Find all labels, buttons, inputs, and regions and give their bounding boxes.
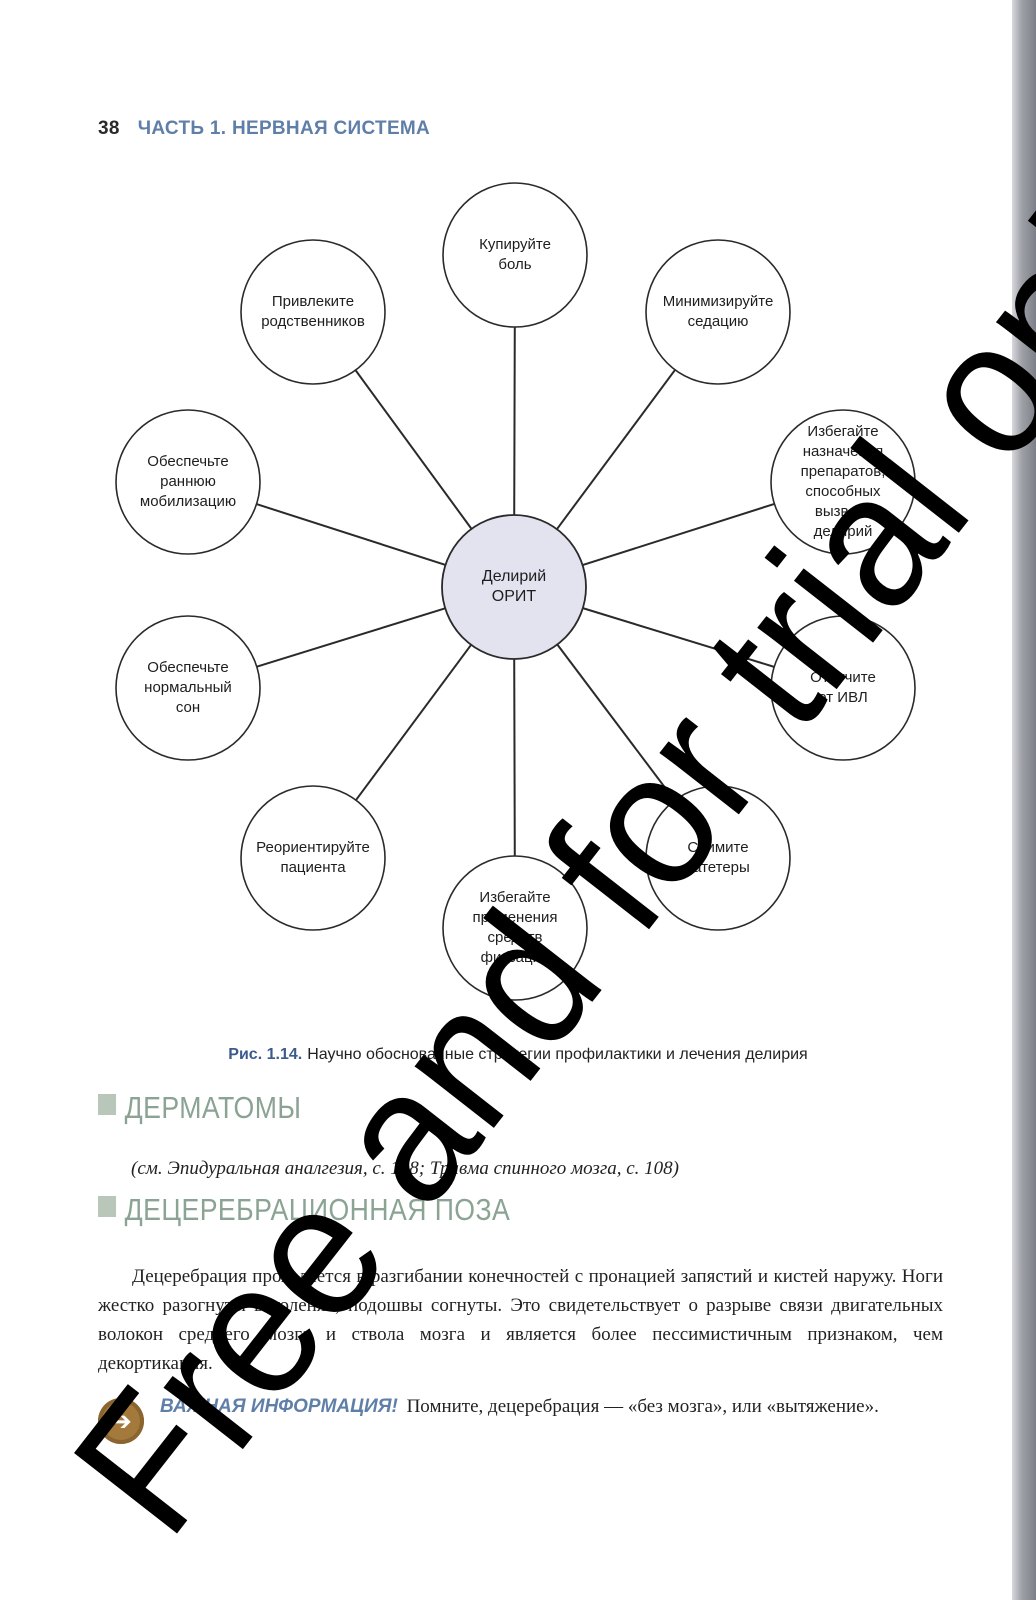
figure-number: Рис. 1.14.: [228, 1046, 303, 1063]
strategy-node-label: Избегайте назначения препаратов, способн…: [800, 423, 886, 540]
cross-reference: (см. Эпидуральная аналгезия, с. 128; Тра…: [131, 1158, 679, 1179]
strategy-node-circle: [115, 409, 261, 555]
center-node-circle: [441, 514, 587, 660]
page-number: 38: [98, 118, 120, 139]
section-title: ДЕЦЕРЕБРАЦИОННАЯ ПОЗА: [124, 1192, 511, 1227]
strategy-node-label: Реориентируйте пациента: [256, 839, 370, 876]
strategy-node-circle: [240, 785, 386, 931]
strategy-node-label: Отлучите от ИВЛ: [810, 669, 876, 706]
section-marker-icon: [98, 1196, 117, 1217]
figure-caption: Рис. 1.14.Научно обоснованные стратегии …: [0, 1046, 1036, 1064]
strategy-node-label: Обеспечьте раннюю мобилизацию: [139, 453, 237, 510]
strategy-node-circle: [645, 785, 791, 931]
page-edge-shadow: [1012, 0, 1036, 1600]
connector-line: [513, 326, 516, 516]
connector-line: [513, 658, 516, 857]
connector-line: [582, 607, 775, 668]
section-heading-dermatomes: ДЕРМАТОМЫ: [98, 1090, 301, 1126]
strategy-node-circle: [115, 615, 261, 761]
strategy-node-circle: [770, 615, 916, 761]
strategy-node-label: Привлеките родственников: [261, 293, 365, 330]
connector-line: [256, 607, 446, 668]
section-title: ДЕРМАТОМЫ: [124, 1090, 302, 1125]
strategy-node-label: Избегайте применения средств фиксации: [472, 889, 558, 966]
figure-caption-text: Научно обоснованные стратегии профилакти…: [307, 1046, 808, 1063]
note-text: ВАЖНАЯ ИНФОРМАЦИЯ! Помните, децеребрация…: [160, 1392, 943, 1421]
section-body-paragraph: Децеребрация проявляется в разгибании ко…: [98, 1266, 943, 1374]
important-note: ➔ ВАЖНАЯ ИНФОРМАЦИЯ! Помните, децеребрац…: [98, 1392, 943, 1444]
strategy-node-circle: [645, 239, 791, 385]
section-marker-icon: [98, 1094, 117, 1115]
strategy-node-label: Купируйте боль: [479, 236, 551, 273]
strategy-node-circle: [442, 855, 588, 1001]
connector-line: [556, 643, 676, 802]
part-title: ЧАСТЬ 1. НЕРВНАЯ СИСТЕМА: [137, 118, 431, 139]
strategy-node-label: Минимизируйте седацию: [662, 293, 774, 330]
strategy-node-label: Обеспечьте нормальный сон: [144, 659, 232, 716]
connector-line: [582, 502, 775, 567]
strategy-node-circle: [240, 239, 386, 385]
connector-line: [355, 644, 472, 801]
connector-line: [354, 369, 473, 530]
running-head: 38 ЧАСТЬ 1. НЕРВНАЯ СИСТЕМА: [98, 118, 430, 140]
connector-line: [256, 503, 446, 566]
connector-line: [556, 369, 676, 530]
note-body: Помните, децеребрация — «без мозга», или…: [406, 1396, 879, 1417]
center-node-label: Делирий ОРИТ: [481, 568, 547, 605]
section-heading-decerebration: ДЕЦЕРЕБРАЦИОННАЯ ПОЗА: [98, 1192, 510, 1228]
diagram-graphics: [115, 182, 916, 1001]
strategy-node-circle: [770, 409, 916, 555]
strategy-node-circle: [442, 182, 588, 328]
strategy-node-label: Снимите катетеры: [686, 839, 750, 876]
note-label: ВАЖНАЯ ИНФОРМАЦИЯ!: [160, 1396, 398, 1417]
arrow-right-icon: ➔: [98, 1398, 144, 1444]
